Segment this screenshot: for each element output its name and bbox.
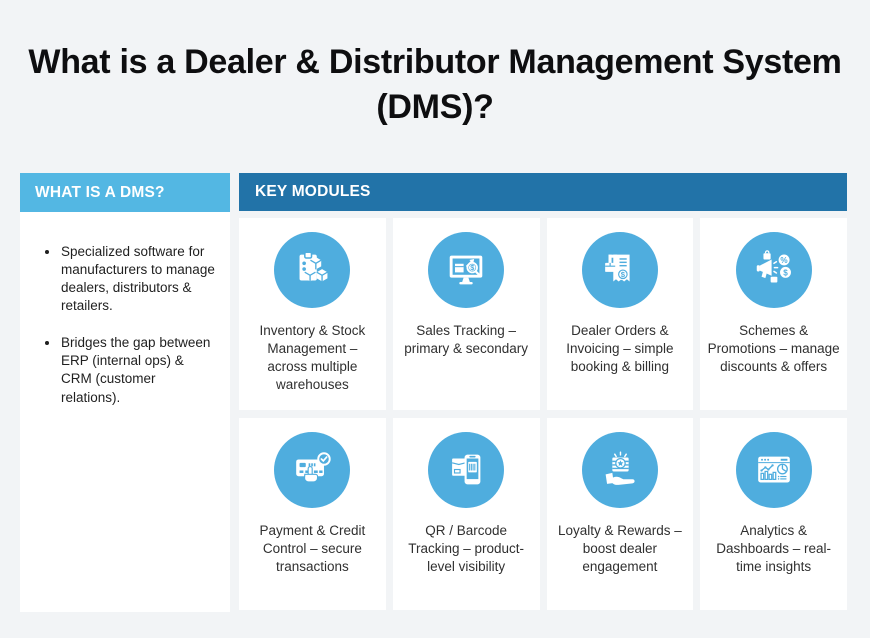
module-card-barcode: QR / Barcode Tracking – product-level vi… xyxy=(392,418,540,610)
what-is-dms-panel: WHAT IS A DMS? Specialized software for … xyxy=(20,173,230,612)
module-label: Sales Tracking – primary & secondary xyxy=(404,323,529,357)
svg-text:$: $ xyxy=(470,264,474,272)
analytics-dashboard-icon xyxy=(735,432,812,508)
loyalty-hand-reward-icon xyxy=(581,432,658,508)
module-label: Analytics & Dashboards – real-time insig… xyxy=(716,523,832,575)
qr-barcode-phone-icon xyxy=(428,432,505,508)
module-card-payment: Payment & Credit Control – secure transa… xyxy=(239,418,386,610)
dms-bullet: Specialized software for manufacturers t… xyxy=(60,243,218,315)
svg-text:%: % xyxy=(780,256,788,265)
module-card-inventory: Inventory & Stock Management – across mu… xyxy=(239,218,386,410)
sales-monitor-icon: $ xyxy=(428,232,505,308)
inventory-boxes-icon xyxy=(274,232,351,308)
key-modules-grid: Inventory & Stock Management – across mu… xyxy=(239,218,847,610)
what-is-dms-header: WHAT IS A DMS? xyxy=(20,173,230,212)
module-card-analytics: Analytics & Dashboards – real-time insig… xyxy=(700,418,847,610)
credit-card-payment-icon xyxy=(274,432,351,508)
svg-text:$: $ xyxy=(621,270,626,279)
module-card-sales: $ Sales Tracking – primary & secondary xyxy=(392,218,540,410)
megaphone-promotion-icon: % $ xyxy=(735,232,812,308)
dms-bullet-list: Specialized software for manufacturers t… xyxy=(20,212,230,407)
module-label: Inventory & Stock Management – across mu… xyxy=(259,323,366,393)
module-label: Payment & Credit Control – secure transa… xyxy=(259,523,366,575)
invoice-receipt-icon: $ xyxy=(581,232,658,308)
page-title: What is a Dealer & Distributor Managemen… xyxy=(28,43,842,126)
svg-text:$: $ xyxy=(783,268,788,277)
module-label: Schemes & Promotions – manage discounts … xyxy=(707,323,840,375)
module-label: Dealer Orders & Invoicing – simple booki… xyxy=(566,323,674,375)
module-label: Loyalty & Rewards – boost dealer engagem… xyxy=(557,523,682,575)
module-card-loyalty: Loyalty & Rewards – boost dealer engagem… xyxy=(546,418,694,610)
module-card-orders: $ Dealer Orders & Invoicing – simple boo… xyxy=(546,218,694,410)
key-modules-header: KEY MODULES xyxy=(239,173,847,211)
module-label: QR / Barcode Tracking – product-level vi… xyxy=(408,523,525,575)
module-card-schemes: % $ Schemes & Promotions – manage discou… xyxy=(700,218,847,410)
dms-bullet: Bridges the gap between ERP (internal op… xyxy=(60,334,218,406)
